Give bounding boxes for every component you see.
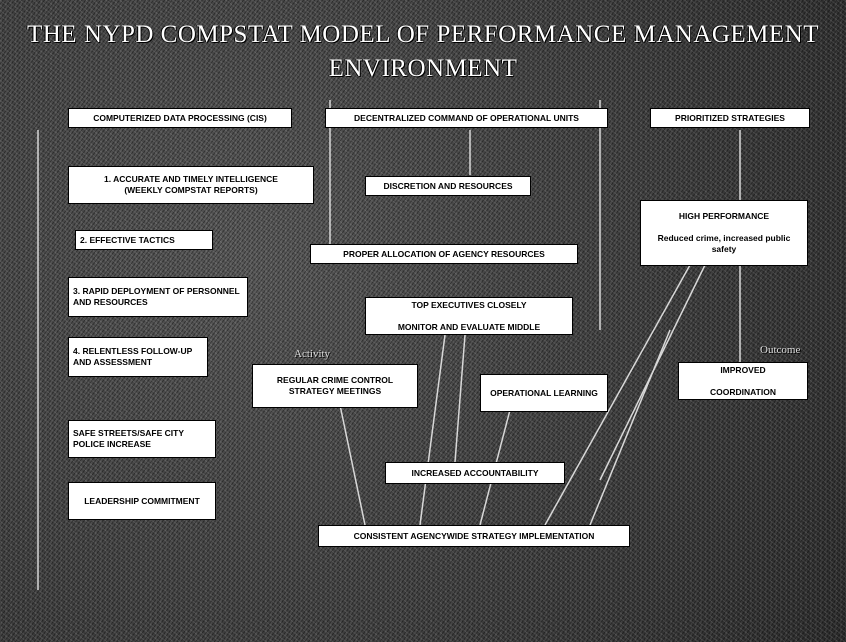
box-improved-coordination: IMPROVED COORDINATION <box>678 362 808 400</box>
box-improved-coordination-subtitle: COORDINATION <box>710 386 776 397</box>
performance-to-implementation-line <box>544 264 691 526</box>
box-top-executives-line-1: TOP EXECUTIVES CLOSELY <box>411 299 527 310</box>
box-high-performance: HIGH PERFORMANCE Reduced crime, increase… <box>640 200 808 266</box>
header-decentralized-command-label: DECENTRALIZED COMMAND OF OPERATIONAL UNI… <box>354 112 579 123</box>
box-strategy-implementation: CONSISTENT AGENCYWIDE STRATEGY IMPLEMENT… <box>318 525 630 547</box>
coordination-diagonal-line <box>589 329 671 526</box>
box-effective-tactics: 2. EFFECTIVE TACTICS <box>75 230 213 250</box>
box-rapid-deployment: 3. RAPID DEPLOYMENT OF PERSONNEL AND RES… <box>68 277 248 317</box>
box-proper-allocation-label: PROPER ALLOCATION OF AGENCY RESOURCES <box>343 248 545 259</box>
box-operational-learning: OPERATIONAL LEARNING <box>480 374 608 412</box>
diagram-title: THE NYPD COMPSTAT MODEL OF PERFORMANCE M… <box>0 18 846 86</box>
box-strategy-implementation-label: CONSISTENT AGENCYWIDE STRATEGY IMPLEMENT… <box>353 530 595 541</box>
meetings-to-implementation-line <box>339 404 366 526</box>
box-leadership-commitment: LEADERSHIP COMMITMENT <box>68 482 216 520</box>
box-relentless-followup: 4. RELENTLESS FOLLOW-UP AND ASSESSMENT <box>68 337 208 377</box>
box-proper-allocation: PROPER ALLOCATION OF AGENCY RESOURCES <box>310 244 578 264</box>
box-high-performance-content: HIGH PERFORMANCE Reduced crime, increase… <box>645 200 803 266</box>
monitor-to-implementation-line <box>419 334 446 526</box>
box-crime-control-meetings-label: REGULAR CRIME CONTROL STRATEGY MEETINGS <box>276 375 394 396</box>
box-crime-control-meetings: REGULAR CRIME CONTROL STRATEGY MEETINGS <box>252 364 418 408</box>
title-line-1: THE NYPD COMPSTAT MODEL OF PERFORMANCE M… <box>26 21 820 48</box>
box-rapid-deployment-label: 3. RAPID DEPLOYMENT OF PERSONNEL AND RES… <box>73 286 240 307</box>
box-improved-coordination-title: IMPROVED <box>720 364 766 375</box>
activity-tag: Activity <box>294 348 331 360</box>
box-effective-tactics-label: 2. EFFECTIVE TACTICS <box>80 234 175 245</box>
monitor-to-accountability-line <box>454 334 466 463</box>
box-operational-learning-label: OPERATIONAL LEARNING <box>490 387 598 398</box>
box-relentless-followup-label: 4. RELENTLESS FOLLOW-UP AND ASSESSMENT <box>73 346 193 367</box>
box-safe-streets-label: SAFE STREETS/SAFE CITY POLICE INCREASE <box>73 428 184 449</box>
outcome-tag: Outcome <box>760 344 801 356</box>
header-data-processing-label: COMPUTERIZED DATA PROCESSING (CIS) <box>93 112 267 123</box>
box-top-executives: TOP EXECUTIVES CLOSELY MONITOR AND EVALU… <box>365 297 573 335</box>
box-discretion-resources-label: DISCRETION AND RESOURCES <box>383 180 513 191</box>
box-increased-accountability: INCREASED ACCOUNTABILITY <box>385 462 565 484</box>
box-accurate-intelligence-label: 1. ACCURATE AND TIMELY INTELLIGENCE (WEE… <box>104 174 278 195</box>
header-prioritized-strategies-label: PRIORITIZED STRATEGIES <box>675 112 785 123</box>
header-prioritized-strategies: PRIORITIZED STRATEGIES <box>650 108 810 128</box>
box-top-executives-line-2: MONITOR AND EVALUATE MIDDLE <box>397 321 541 332</box>
box-safe-streets: SAFE STREETS/SAFE CITY POLICE INCREASE <box>68 420 216 458</box>
box-leadership-commitment-label: LEADERSHIP COMMITMENT <box>84 495 200 506</box>
box-improved-coordination-content: IMPROVED COORDINATION <box>710 354 776 409</box>
header-data-processing: COMPUTERIZED DATA PROCESSING (CIS) <box>68 108 292 128</box>
header-decentralized-command: DECENTRALIZED COMMAND OF OPERATIONAL UNI… <box>325 108 608 128</box>
box-accurate-intelligence: 1. ACCURATE AND TIMELY INTELLIGENCE (WEE… <box>68 166 314 204</box>
box-discretion-resources: DISCRETION AND RESOURCES <box>365 176 531 196</box>
box-increased-accountability-label: INCREASED ACCOUNTABILITY <box>411 467 539 478</box>
box-high-performance-subtitle: Reduced crime, increased public safety <box>657 233 791 254</box>
title-line-2: ENVIRONMENT <box>328 55 518 82</box>
box-high-performance-title: HIGH PERFORMANCE <box>678 211 770 221</box>
box-top-executives-label: TOP EXECUTIVES CLOSELY MONITOR AND EVALU… <box>398 289 540 344</box>
